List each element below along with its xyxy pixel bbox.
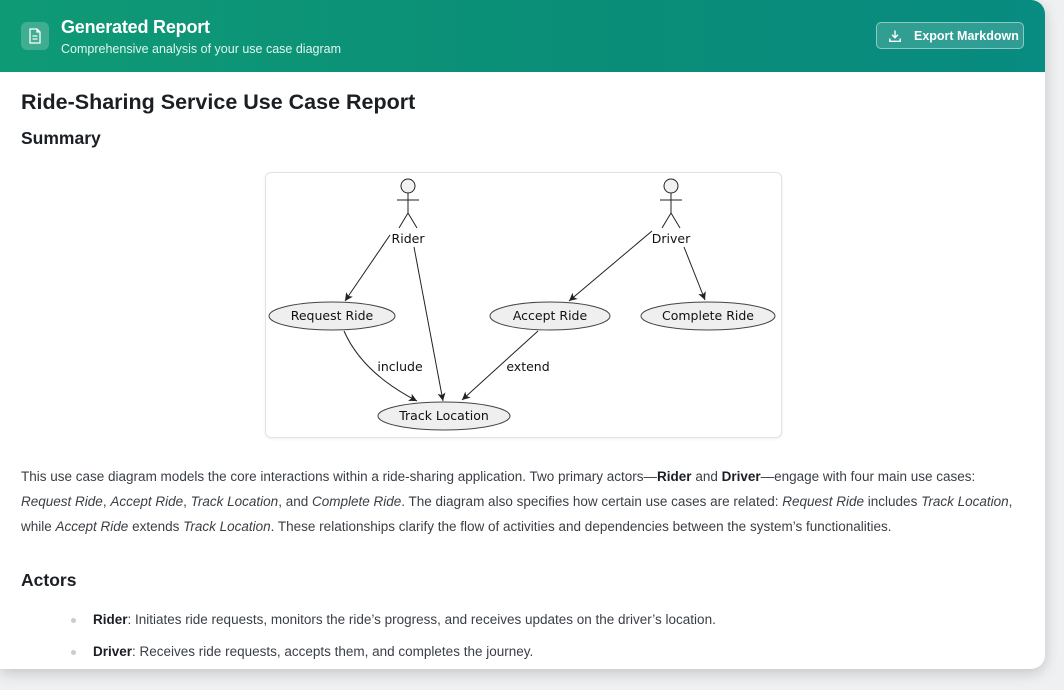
include-edge [343,330,418,402]
actor-rider-label: Rider [392,231,426,246]
list-item: Driver: Receives ride requests, accepts … [71,640,716,669]
actor-rider-figure [397,178,419,229]
usecase-track-location-label: Track Location [398,408,489,423]
actor-description: : Initiates ride requests, monitors the … [127,612,716,627]
download-icon [888,29,902,43]
driver-complete-edge [683,246,706,301]
summary-heading: Summary [21,128,101,148]
document-icon [21,22,49,50]
summary-paragraph: This use case diagram models the core in… [21,469,1013,534]
extend-edge [461,330,539,401]
actor-name: Rider [93,612,128,627]
usecase-track-location [377,401,511,431]
usecase-accept-ride [489,301,611,331]
bullet-icon [71,650,76,655]
export-button-label: Export Markdown [914,28,1019,43]
actors-list: Rider: Initiates ride requests, monitors… [71,608,716,669]
use-case-diagram: Rider Driver [265,172,782,438]
list-item: Rider: Initiates ride requests, monitors… [71,608,716,640]
usecase-request-ride-label: Request Ride [291,308,374,323]
actor-driver-label: Driver [652,231,691,246]
header-subtitle: Comprehensive analysis of your use case … [61,42,341,56]
actor-driver-figure [660,178,682,229]
include-label: include [377,359,423,374]
report-card: Generated Report Comprehensive analysis … [0,0,1045,669]
usecase-accept-ride-label: Accept Ride [513,308,588,323]
bullet-icon [71,618,76,623]
usecase-request-ride [268,301,396,331]
extend-label: extend [506,359,549,374]
export-markdown-button[interactable]: Export Markdown [876,22,1024,49]
actor-description: : Receives ride requests, accepts them, … [132,644,534,659]
rider-request-edge [344,234,391,302]
driver-accept-edge [568,230,653,302]
actor-name: Driver [93,644,133,659]
rider-track-edge [413,246,446,402]
usecase-complete-ride-label: Complete Ride [662,308,754,323]
actors-heading: Actors [21,570,77,590]
usecase-complete-ride [640,301,776,331]
report-header: Generated Report Comprehensive analysis … [0,0,1045,72]
report-title: Ride-Sharing Service Use Case Report [21,90,416,114]
header-title: Generated Report [61,17,210,37]
